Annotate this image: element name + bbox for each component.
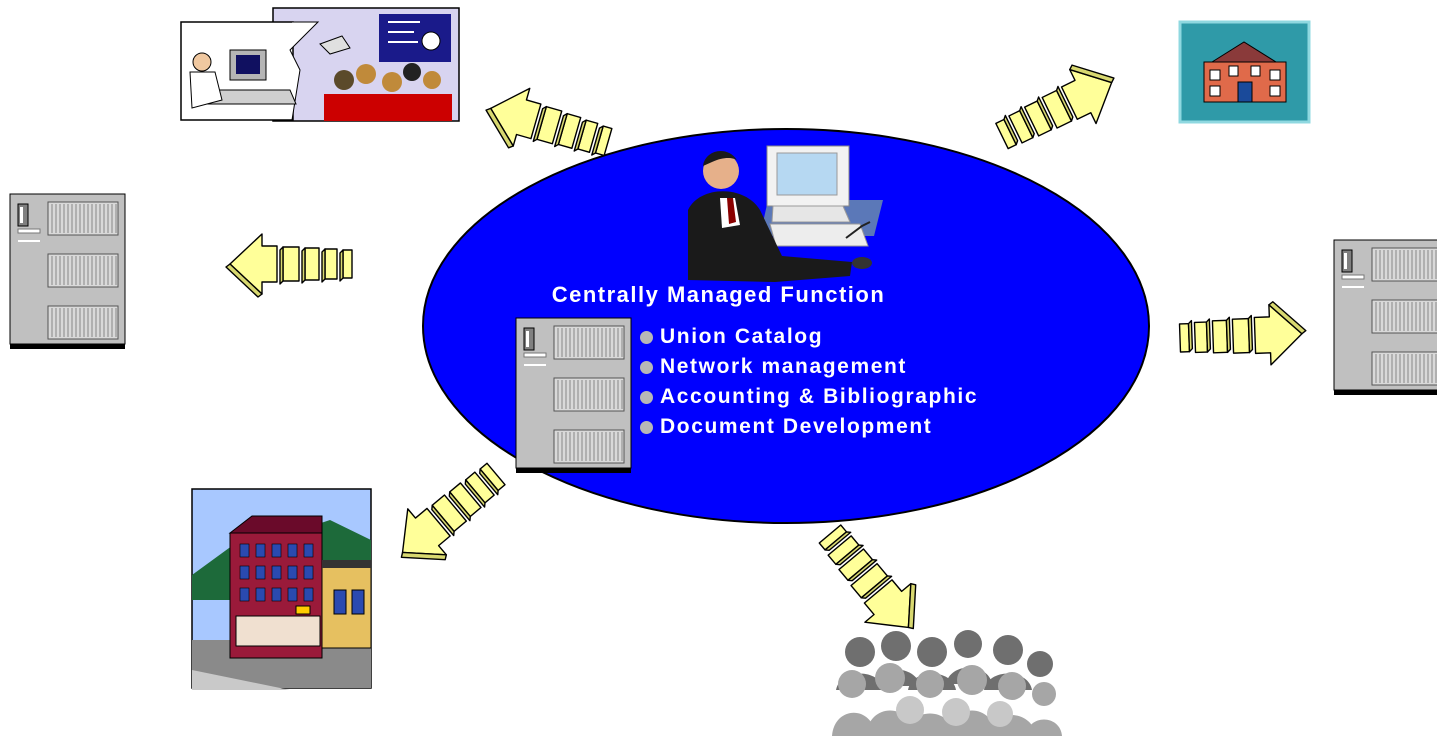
right-server-icon [1333,239,1437,396]
house-icon [1178,20,1311,124]
arrow-icon [225,233,353,298]
computer-user-icon [688,145,883,282]
left-server-icon [9,193,126,350]
arrow-icon [379,450,518,581]
arrow-icon [806,512,937,651]
central-server-icon [515,317,632,474]
building-icon [191,488,372,690]
conference-room-icon [180,7,460,122]
crowd-icon [832,630,1062,736]
arrow-icon [1178,299,1308,369]
arrow-icon [986,50,1130,164]
